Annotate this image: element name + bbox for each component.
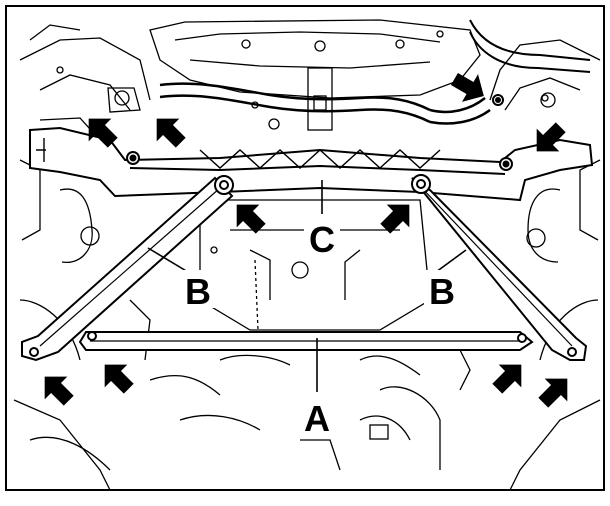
label-b-left-bg <box>180 270 216 308</box>
label-c-bg <box>304 218 340 256</box>
background-chassis-lineart <box>13 19 601 491</box>
label-b-left: B <box>185 271 211 312</box>
part-labels: C B B A <box>180 218 460 439</box>
label-a-bg <box>298 396 336 436</box>
label-b-right-bg <box>424 270 460 308</box>
label-b-right: B <box>429 271 455 312</box>
crossmember-a <box>78 331 534 351</box>
crossmember-c <box>29 94 594 202</box>
brace-b-left <box>21 175 234 362</box>
label-a: A <box>304 398 330 439</box>
leader-lines <box>147 180 467 392</box>
label-c: C <box>309 219 335 260</box>
brace-b-right <box>411 174 588 361</box>
